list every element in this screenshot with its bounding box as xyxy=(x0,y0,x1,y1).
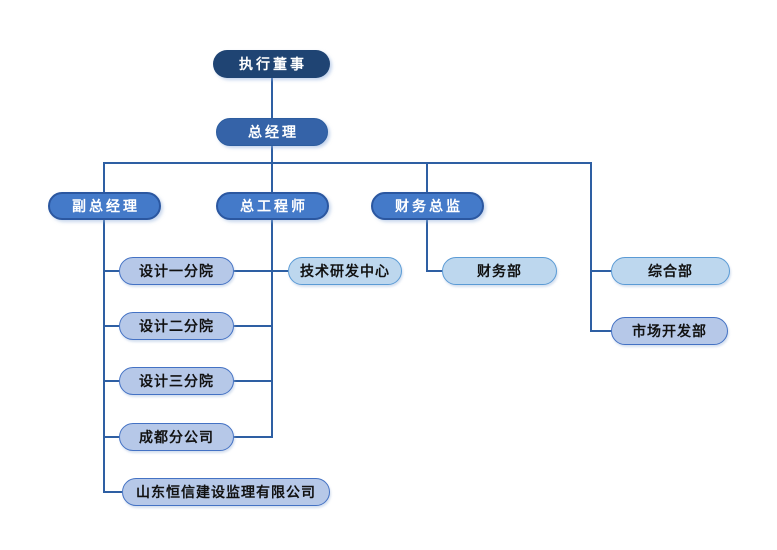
org-node-label: 综合部 xyxy=(648,263,693,279)
org-node-label: 总经理 xyxy=(248,124,299,140)
org-node-label: 成都分公司 xyxy=(139,429,214,445)
org-node-general-manager: 总经理 xyxy=(216,118,328,146)
org-node-tech-rd-center: 技术研发中心 xyxy=(288,257,402,285)
connector-line xyxy=(426,163,428,192)
connector-line xyxy=(590,270,612,272)
connector-line xyxy=(271,77,273,118)
org-node-label: 市场开发部 xyxy=(632,323,707,339)
connector-line xyxy=(234,270,271,272)
org-node-executive-director: 执行董事 xyxy=(213,50,330,78)
org-node-label: 执行董事 xyxy=(239,56,307,72)
org-node-shandong-hengxin-supervision: 山东恒信建设监理有限公司 xyxy=(122,478,330,506)
connector-line xyxy=(426,270,443,272)
connector-line xyxy=(103,491,122,493)
connector-line xyxy=(234,325,271,327)
connector-line xyxy=(103,436,119,438)
connector-line xyxy=(271,220,273,438)
connector-line xyxy=(271,270,288,272)
connector-line xyxy=(590,163,592,332)
connector-line xyxy=(103,270,119,272)
connector-line xyxy=(271,145,273,163)
org-node-label: 副总经理 xyxy=(72,198,140,214)
connector-line xyxy=(103,163,105,192)
org-node-finance-dept: 财务部 xyxy=(442,257,557,285)
org-node-design-branch-3: 设计三分院 xyxy=(119,367,234,395)
org-node-label: 财务部 xyxy=(477,263,522,279)
org-node-finance-director: 财务总监 xyxy=(371,192,484,220)
connector-line xyxy=(103,220,105,493)
connector-line xyxy=(234,380,271,382)
org-node-label: 总工程师 xyxy=(240,198,308,214)
org-node-chengdu-branch: 成都分公司 xyxy=(119,423,234,451)
org-node-label: 山东恒信建设监理有限公司 xyxy=(136,484,316,500)
org-node-general-affairs-dept: 综合部 xyxy=(611,257,730,285)
org-node-design-branch-2: 设计二分院 xyxy=(119,312,234,340)
org-node-label: 设计一分院 xyxy=(139,263,214,279)
org-node-label: 财务总监 xyxy=(395,198,463,214)
connector-line xyxy=(590,330,612,332)
connector-line xyxy=(103,380,119,382)
org-node-label: 技术研发中心 xyxy=(300,263,390,279)
org-node-chief-engineer: 总工程师 xyxy=(216,192,329,220)
connector-line xyxy=(103,325,119,327)
org-node-design-branch-1: 设计一分院 xyxy=(119,257,234,285)
org-node-label: 设计二分院 xyxy=(139,318,214,334)
org-node-deputy-general-manager: 副总经理 xyxy=(48,192,161,220)
connector-line xyxy=(234,436,271,438)
org-node-market-dev-dept: 市场开发部 xyxy=(611,317,728,345)
connector-line xyxy=(426,220,428,271)
org-node-label: 设计三分院 xyxy=(139,373,214,389)
connector-line xyxy=(271,163,273,192)
connector-line xyxy=(103,162,592,164)
